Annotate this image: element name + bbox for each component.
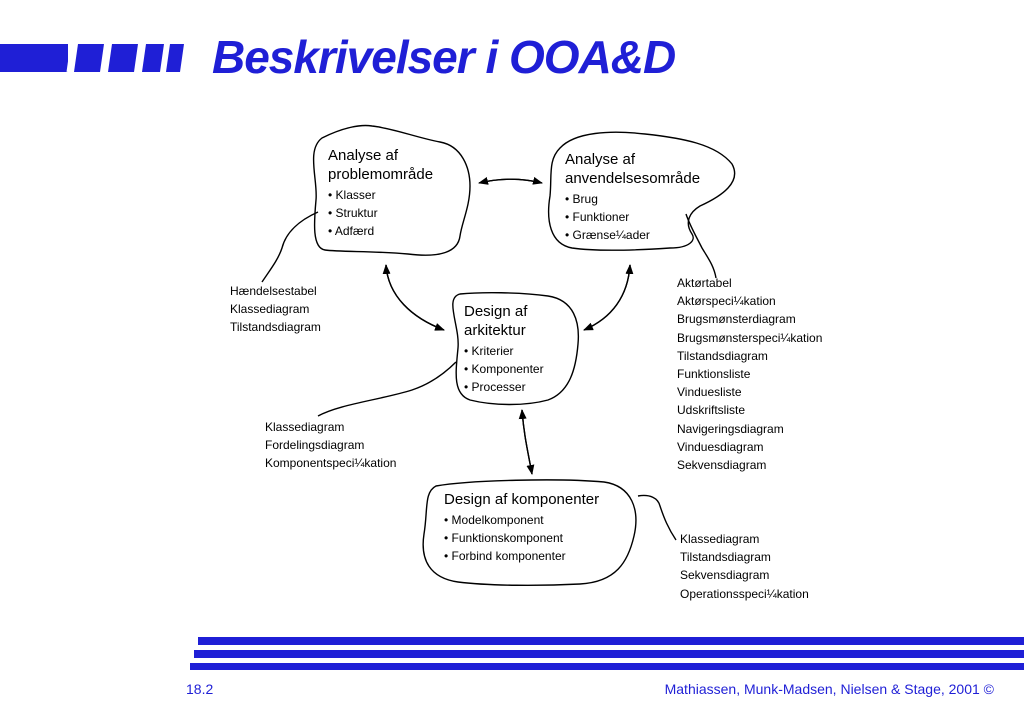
list-item: Klasser — [328, 186, 433, 204]
list-item: Tilstandsdiagram — [230, 320, 321, 335]
footer-stripes — [190, 637, 1024, 670]
node-item-list: Kriterier Komponenter Processer — [464, 342, 544, 396]
arrow-problem-architecture — [385, 264, 445, 331]
list-item: Klassediagram — [265, 420, 345, 434]
node-application-domain: Analyse af anvendelsesområde Brug Funkti… — [565, 150, 700, 244]
list-item: Udskriftsliste — [677, 403, 746, 418]
arrow-application-architecture — [583, 264, 631, 331]
list-item: Aktørtabel — [677, 276, 732, 290]
list-item: Adfærd — [328, 222, 433, 240]
list-item: Komponentspeci¼kation — [265, 456, 397, 471]
artifact-list-application-domain: Aktørtabel Aktørspeci¼kation Brugsmønste… — [677, 274, 822, 474]
node-item-list: Modelkomponent Funktionskomponent Forbin… — [444, 511, 599, 565]
list-item: Tilstandsdiagram — [680, 550, 771, 565]
list-item: Navigeringsdiagram — [677, 421, 784, 436]
node-shape-architecture — [452, 291, 580, 406]
list-item: Komponenter — [464, 360, 544, 378]
node-problem-domain: Analyse af problemområde Klasser Struktu… — [328, 146, 433, 240]
list-item: Struktur — [328, 204, 433, 222]
list-item: Vinduesdiagram — [677, 439, 764, 454]
artifact-list-architecture: Klassediagram Fordelingsdiagram Komponen… — [265, 418, 396, 473]
list-item: Grænse¼ader — [565, 226, 700, 244]
node-title-line: arkitektur — [464, 322, 526, 339]
slide-number: 18.2 — [186, 681, 214, 697]
connector-problem-artifacts — [261, 211, 319, 283]
node-title-line: problemområde — [328, 166, 434, 183]
list-item: Klassediagram — [230, 302, 310, 317]
list-item: Funktionskomponent — [444, 529, 599, 547]
list-item: Processer — [464, 378, 544, 396]
list-item: Funktionsliste — [677, 367, 751, 382]
node-title-line: Analyse af — [565, 151, 636, 168]
node-item-list: Brug Funktioner Grænse¼ader — [565, 190, 700, 244]
logo-bars-icon — [0, 43, 184, 73]
list-item: Klassediagram — [680, 532, 760, 546]
list-item: Brug — [565, 190, 700, 208]
list-item: Aktørspeci¼kation — [677, 294, 776, 309]
list-item: Modelkomponent — [444, 511, 599, 529]
node-shape-components — [422, 479, 637, 587]
connector-components-artifacts — [637, 494, 677, 541]
slide-title: Beskrivelser i OOA&D — [212, 31, 676, 83]
list-item: Sekvensdiagram — [677, 458, 767, 473]
node-architecture: Design af arkitektur Kriterier Komponent… — [464, 302, 544, 396]
list-item: Brugsmønsterdiagram — [677, 312, 796, 327]
list-item: Funktioner — [565, 208, 700, 226]
node-components: Design af komponenter Modelkomponent Fun… — [444, 490, 599, 565]
artifact-list-components: Klassediagram Tilstandsdiagram Sekvensdi… — [680, 530, 809, 603]
list-item: Operationsspeci¼kation — [680, 586, 809, 601]
node-item-list: Klasser Struktur Adfærd — [328, 186, 433, 240]
list-item: Tilstandsdiagram — [677, 348, 768, 363]
node-shape-problem-domain — [312, 124, 471, 256]
list-item: Brugsmønsterspeci¼kation — [677, 330, 823, 345]
node-title-line: anvendelsesområde — [565, 170, 701, 187]
node-title-line: Design af — [464, 303, 528, 320]
connector-architecture-artifacts — [317, 361, 457, 417]
node-title-line: Analyse af — [328, 147, 399, 164]
list-item: Vinduesliste — [677, 385, 742, 400]
artifact-list-problem-domain: Hændelsestabel Klassediagram Tilstandsdi… — [230, 282, 321, 337]
list-item: Kriterier — [464, 342, 544, 360]
list-item: Forbind komponenter — [444, 547, 599, 565]
list-item: Fordelingsdiagram — [265, 438, 365, 453]
footer-credit: Mathiassen, Munk-Madsen, Nielsen & Stage… — [664, 681, 994, 697]
list-item: Sekvensdiagram — [680, 568, 770, 583]
node-title-line: Design af komponenter — [444, 491, 600, 508]
list-item: Hændelsestabel — [230, 284, 317, 298]
